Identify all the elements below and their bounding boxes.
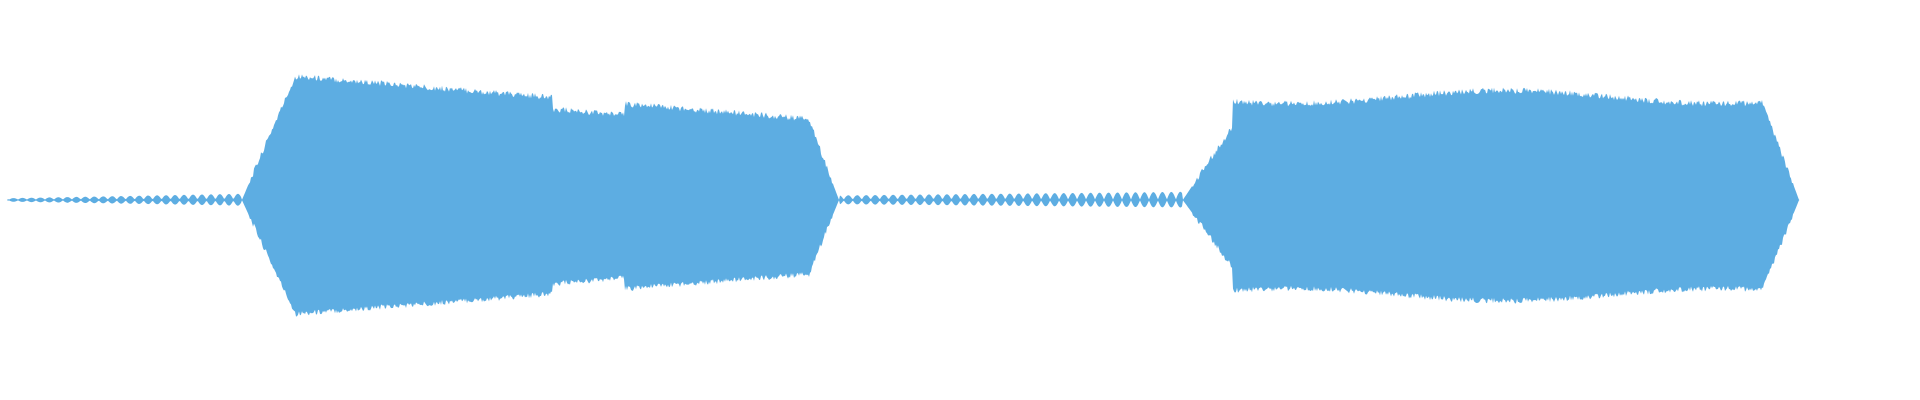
waveform-envelope: [0, 74, 1920, 317]
